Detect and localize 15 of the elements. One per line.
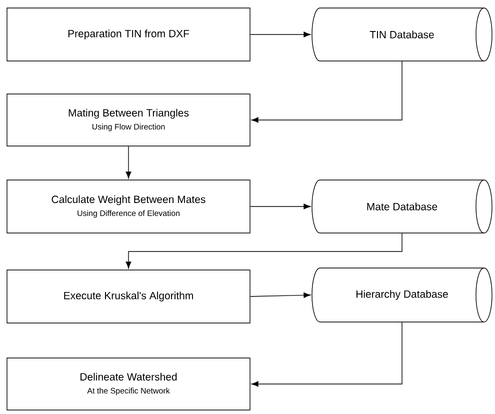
process-box: Delineate Watershed At the Specific Network [6,358,250,410]
process-box: Calculate Weight Between Mates Using Difference of Elevation [6,180,250,234]
arrow [126,232,402,269]
database-cylinder: Mate Database [312,180,492,234]
process-box: Mating Between Triangles Using Flow Direction [6,94,250,146]
arrow [250,204,311,210]
process-box: Preparation TIN from DXF [6,8,250,62]
database-cylinder: Hierarchy Database [312,268,492,322]
arrow [126,146,132,179]
arrow [250,292,311,298]
arrow [251,61,402,123]
arrow [250,32,311,38]
process-box: Execute Kruskal's Algorithm [6,270,250,324]
arrow [251,322,402,387]
database-cylinder: TIN Database [312,8,492,62]
